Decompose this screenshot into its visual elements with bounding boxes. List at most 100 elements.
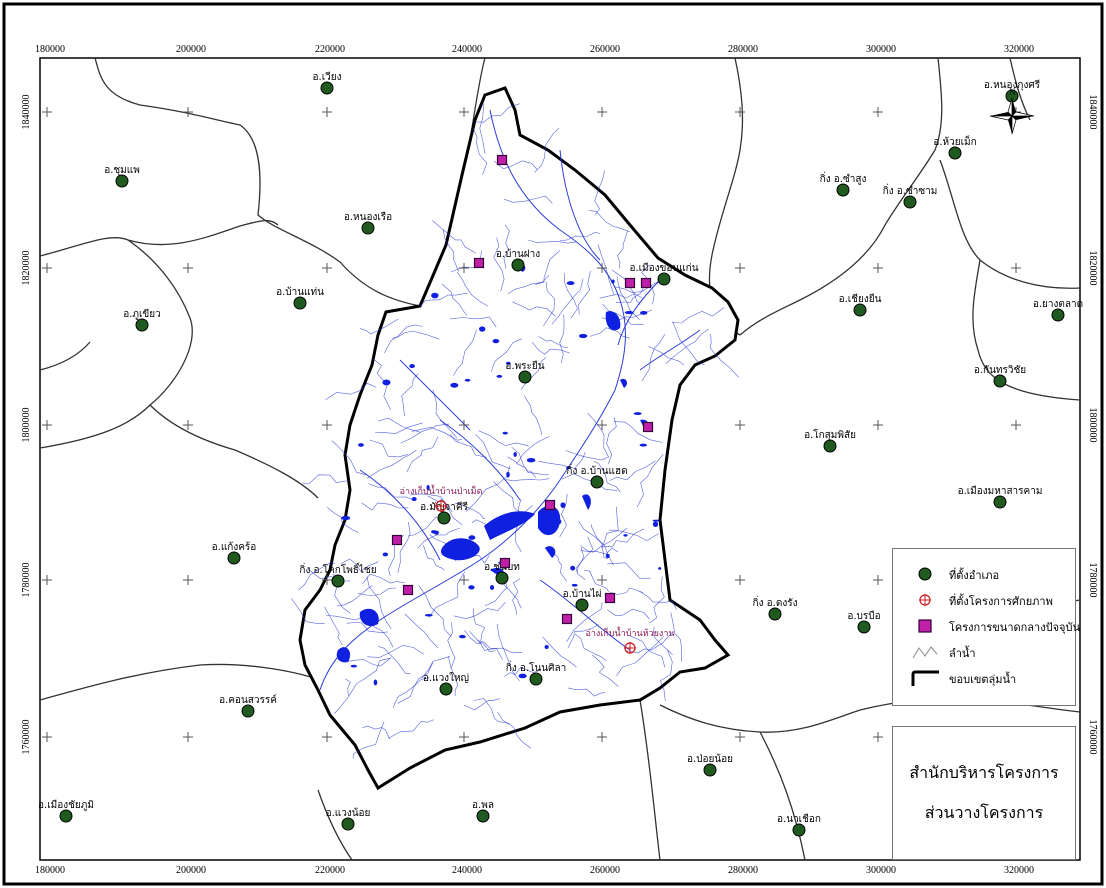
district-marker: อ.แก้งคร้อ [212, 541, 256, 565]
reservoir [623, 534, 628, 537]
river-line [502, 582, 522, 609]
reservoir [424, 614, 433, 617]
reservoir [359, 608, 379, 627]
river-line [378, 646, 411, 674]
river-line [574, 634, 607, 661]
river-line [473, 608, 486, 644]
north-arrow-icon: N [989, 87, 1035, 135]
river-line [491, 338, 523, 372]
river-line [291, 598, 325, 624]
reservoir [358, 443, 364, 447]
district-marker: กิ่ง อ.ดงรัง [753, 595, 798, 621]
district-marker: อ.คอนสวรรค์ [219, 694, 277, 718]
river-line [469, 631, 503, 660]
district-label: อ.มัญจาคีรี [420, 501, 468, 513]
river-line [392, 677, 430, 708]
river-line [617, 279, 661, 346]
reservoir [578, 333, 588, 339]
river-line [534, 127, 560, 173]
x-tick-label: 280000 [728, 44, 758, 55]
river-line [535, 249, 561, 285]
district-label: กิ่ง อ.ซำซาม [883, 183, 938, 197]
reservoir [566, 466, 571, 470]
reservoir [431, 530, 437, 534]
district-point-icon [495, 571, 509, 585]
river-line [493, 160, 538, 170]
district-point-icon [590, 475, 604, 489]
river-line [369, 439, 408, 458]
candidate-label: อ่างเก็บน้ำบ้านป่าเม็ด [400, 484, 483, 497]
y-tick-label: 1840000 [1087, 95, 1098, 130]
district-marker: อ.พล [472, 800, 494, 823]
river-line [432, 389, 458, 439]
river-line [455, 502, 486, 520]
district-marker: อ.มัญจาคีรี [420, 501, 469, 525]
y-tick-label: 1760000 [1087, 720, 1098, 755]
river-line [606, 417, 617, 465]
x-tick-label: 220000 [315, 865, 345, 876]
district-label: อ.โกสุมพิสัย [804, 428, 856, 441]
river-line [601, 506, 619, 548]
district-label: อ.พระยืน [505, 360, 544, 372]
legend-item-basin: ขอบเขตลุ่มน้ำ [893, 667, 1077, 689]
river-line [672, 321, 705, 366]
river-line [649, 576, 665, 624]
river-line [497, 711, 532, 749]
river-line [512, 301, 556, 317]
river-line [617, 231, 628, 269]
river-line [559, 314, 565, 364]
river-line [401, 373, 419, 417]
district-marker: อ.เมืองชัยภูมิ [38, 799, 94, 823]
reservoir [450, 382, 459, 388]
district-marker: กิ่ง อ.โนนศิลา [506, 660, 566, 686]
reservoir [605, 553, 610, 559]
district-marker: อ.ภูเขียว [123, 308, 161, 332]
x-tick-label: 320000 [1004, 865, 1034, 876]
reservoir [544, 644, 549, 650]
river-line [615, 278, 663, 294]
district-marker: อ.เชียงยืน [839, 293, 882, 317]
district-marker: อ.หนองเรือ [344, 211, 392, 235]
river-line [346, 657, 392, 667]
river-line [616, 635, 664, 676]
reservoir [426, 484, 430, 491]
district-label: อ.ป่อยน้อย [687, 753, 733, 765]
river-line [528, 239, 577, 244]
river-line [591, 654, 619, 687]
river-line [450, 316, 497, 328]
river-line [474, 103, 520, 123]
medium-project-icon [642, 421, 654, 433]
river-line [511, 446, 536, 478]
river-line [427, 495, 463, 525]
river-line [610, 587, 644, 595]
medium-project-markers [391, 154, 654, 625]
river-line [576, 536, 594, 574]
district-point-icon [993, 374, 1007, 388]
river-line [340, 558, 379, 572]
river-line [559, 493, 568, 538]
district-marker: กิ่ง อ.ซำซาม [883, 183, 938, 209]
district-marker: อ.บ้านไผ่ [563, 588, 602, 612]
district-label: อ.ชุมแพ [104, 165, 140, 176]
river-line [392, 330, 440, 340]
river-line [441, 283, 468, 316]
district-marker: อ.ป่อยน้อย [687, 753, 733, 777]
district-point-icon [993, 495, 1007, 509]
district-point-icon [361, 221, 375, 235]
river-line [615, 286, 645, 303]
district-point-icon [511, 258, 525, 272]
river-line [302, 474, 349, 485]
river-line [590, 524, 614, 566]
candidate-project: อ่างเก็บน้ำบ้านห้วยงาน [585, 626, 675, 654]
reservoir [409, 363, 415, 369]
river-line [568, 687, 606, 697]
river-line [507, 436, 550, 464]
river-line [417, 527, 460, 549]
candidate-project-markers: อ่างเก็บน้ำบ้านป่าเม็ดอ่างเก็บน้ำบ้านห้ว… [400, 484, 675, 654]
river-line [331, 440, 367, 476]
reservoir [468, 535, 476, 540]
medium-project-icon [496, 154, 508, 166]
x-tick-label: 320000 [1004, 44, 1034, 55]
district-label: กิ่ง อ.ดงรัง [753, 595, 798, 609]
district-label: กิ่ง อ.โคกโพธิ์ไชย [299, 562, 376, 576]
